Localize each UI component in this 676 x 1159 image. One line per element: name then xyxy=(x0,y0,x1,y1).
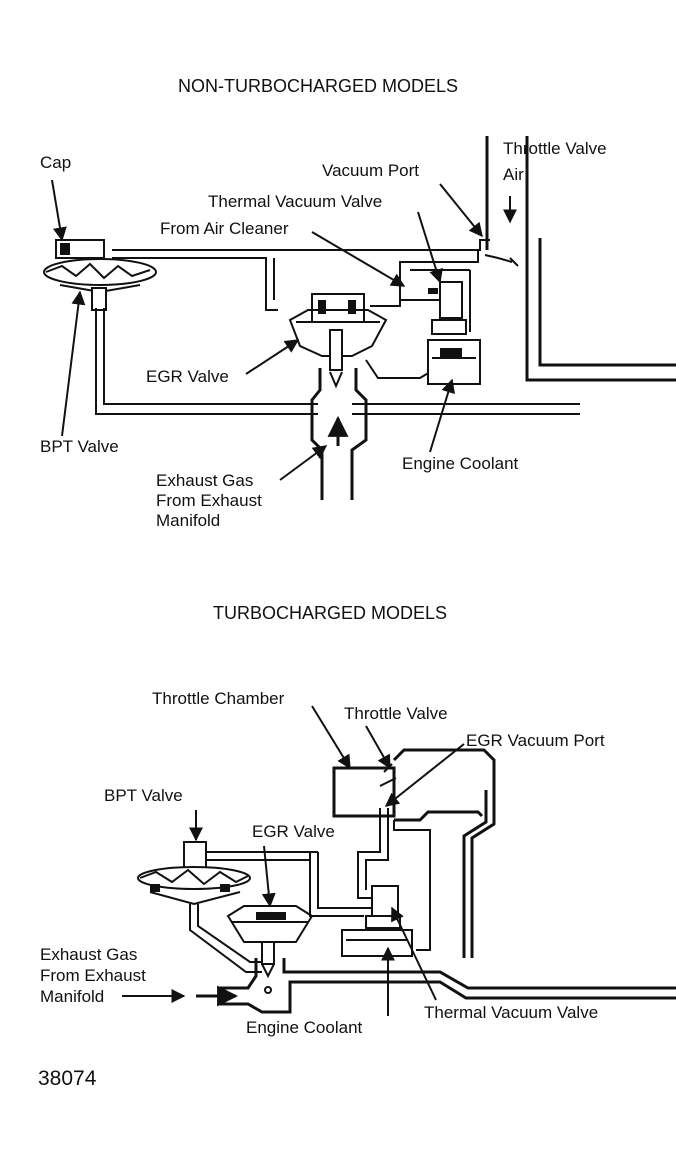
leader-egr-vacuum-port xyxy=(384,743,465,807)
egr-valve-top xyxy=(288,293,388,389)
leader-throttle-chamber xyxy=(311,705,351,770)
exhaust-pipe-right xyxy=(352,403,580,415)
leader-bpt-top xyxy=(61,290,86,437)
leader-throttle-valve-bottom xyxy=(365,725,391,770)
exhaust-pipe-top-wall xyxy=(220,958,676,990)
bpt-pressure-line-inner xyxy=(103,308,318,405)
label-throttle-chamber: Throttle Chamber xyxy=(152,689,285,708)
leader-coolant-top xyxy=(429,378,456,453)
vacuum-line-bpt-egr xyxy=(112,257,278,311)
exhaust-pipe-bottom-wall xyxy=(220,980,676,1014)
engine-coolant-tank-top xyxy=(427,339,481,385)
exhaust-stack-right xyxy=(350,368,368,500)
bpt-pressure-line-outer xyxy=(95,308,318,415)
intake-duct-inner-wall xyxy=(538,238,676,367)
label-from-air-cleaner: From Air Cleaner xyxy=(160,219,289,238)
vacuum-line-bpt-tvv xyxy=(317,852,372,909)
vacuum-line-port-tvv-inner xyxy=(365,808,389,890)
label-air: Air xyxy=(503,165,524,184)
label-throttle-valve-bottom: Throttle Valve xyxy=(344,704,448,723)
label-engine-coolant-top: Engine Coolant xyxy=(402,454,519,473)
bpt-valve-top xyxy=(43,239,157,311)
thermal-vacuum-valve-top xyxy=(400,281,467,335)
label-egr-valve-top: EGR Valve xyxy=(146,367,229,386)
turbo-schematic: Throttle Chamber Throttle Valve EGR Vacu… xyxy=(40,689,676,1037)
egr-valve-bottom xyxy=(226,905,314,979)
bpt-pressure-line-b-outer xyxy=(189,904,262,973)
label-thermal-vacuum-valve-bottom: Thermal Vacuum Valve xyxy=(424,1003,598,1022)
label-thermal-vacuum-valve-top: Thermal Vacuum Valve xyxy=(208,192,382,211)
intake-pipe-inner xyxy=(394,790,488,958)
non-turbo-schematic: Cap Vacuum Port Throttle Valve Air Therm… xyxy=(40,136,676,530)
label-bpt-valve-bottom: BPT Valve xyxy=(104,786,183,805)
vacuum-line-tvv-right xyxy=(393,820,431,951)
label-exhaust-top-2: From Exhaust xyxy=(156,491,262,510)
exhaust-port-dot xyxy=(264,986,272,994)
leader-tvv-bottom xyxy=(391,906,437,1001)
label-egr-valve-bottom: EGR Valve xyxy=(252,822,335,841)
label-throttle-valve-top: Throttle Valve xyxy=(503,139,607,158)
leader-egr-top xyxy=(245,339,300,375)
label-exhaust-bottom-3: Manifold xyxy=(40,987,104,1006)
label-egr-vacuum-port: EGR Vacuum Port xyxy=(466,731,605,750)
vacuum-line-bpt-tvv-inner xyxy=(309,852,364,917)
label-exhaust-top-3: Manifold xyxy=(156,511,220,530)
leader-cap xyxy=(51,179,67,242)
title-turbo: TURBOCHARGED MODELS xyxy=(213,603,447,623)
throttle-valve-plate xyxy=(484,254,519,267)
label-engine-coolant-bottom: Engine Coolant xyxy=(246,1018,363,1037)
leader-exhaust-top xyxy=(279,445,328,481)
label-vacuum-port: Vacuum Port xyxy=(322,161,419,180)
exhaust-stack-left xyxy=(310,368,324,500)
engine-coolant-tank-bottom xyxy=(341,929,413,957)
egr-to-coolant-line xyxy=(365,359,431,379)
figure-id: 38074 xyxy=(38,1067,97,1090)
vacuum-line-egr-tvv xyxy=(370,250,479,307)
title-non-turbo: NON-TURBOCHARGED MODELS xyxy=(178,76,458,96)
vacuum-line-main xyxy=(112,239,490,251)
throttle-chamber xyxy=(332,766,396,818)
leader-vacuum-port xyxy=(439,183,483,238)
label-exhaust-top-1: Exhaust Gas xyxy=(156,471,253,490)
label-bpt-valve-top: BPT Valve xyxy=(40,437,119,456)
label-exhaust-bottom-1: Exhaust Gas xyxy=(40,945,137,964)
intake-pipe-outer xyxy=(392,748,496,958)
label-cap: Cap xyxy=(40,153,71,172)
bpt-valve-bottom xyxy=(137,841,251,906)
tvv-sensor-top xyxy=(440,348,462,358)
leader-tvv-top xyxy=(417,211,443,284)
vacuum-line-port-tvv xyxy=(357,808,381,899)
leader-egr-bottom xyxy=(261,845,276,908)
label-exhaust-bottom-2: From Exhaust xyxy=(40,966,146,985)
bpt-pressure-line-b-inner xyxy=(197,904,262,963)
intake-duct-right-wall xyxy=(525,136,676,382)
leader-air-cleaner xyxy=(311,231,406,287)
